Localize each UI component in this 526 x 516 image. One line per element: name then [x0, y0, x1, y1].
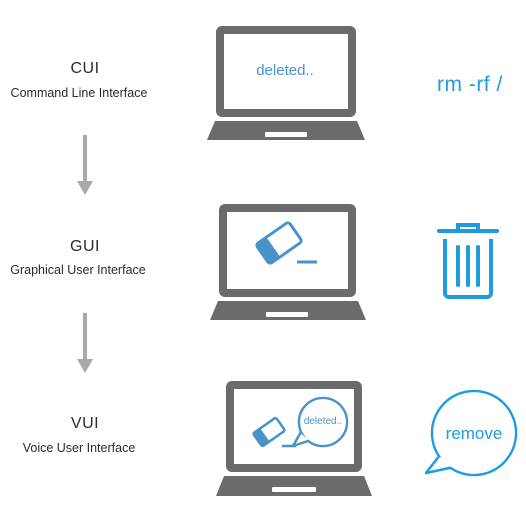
speech-bubble-icon [291, 396, 349, 448]
eraser-icon [255, 221, 317, 265]
vui-title: VUI [70, 415, 100, 432]
cui-title: CUI [70, 60, 100, 77]
cui-screen-text: deleted.. [256, 62, 314, 79]
cui-laptop-icon [207, 26, 365, 140]
voice-command-text: remove [445, 424, 503, 443]
command-text: rm -rf / [437, 73, 503, 96]
gui-subtitle: Graphical User Interface [10, 263, 146, 277]
vui-subtitle: Voice User Interface [22, 441, 136, 455]
down-arrow-icon [77, 135, 93, 195]
gui-laptop-icon [210, 204, 366, 320]
cui-subtitle: Command Line Interface [10, 86, 148, 100]
gui-title: GUI [70, 238, 100, 255]
vui-screen-bubble-text: deleted.. [303, 416, 343, 427]
down-arrow-icon [77, 313, 93, 373]
speech-bubble-icon [424, 389, 518, 477]
eraser-icon [252, 416, 296, 448]
trash-can-icon [437, 223, 499, 299]
